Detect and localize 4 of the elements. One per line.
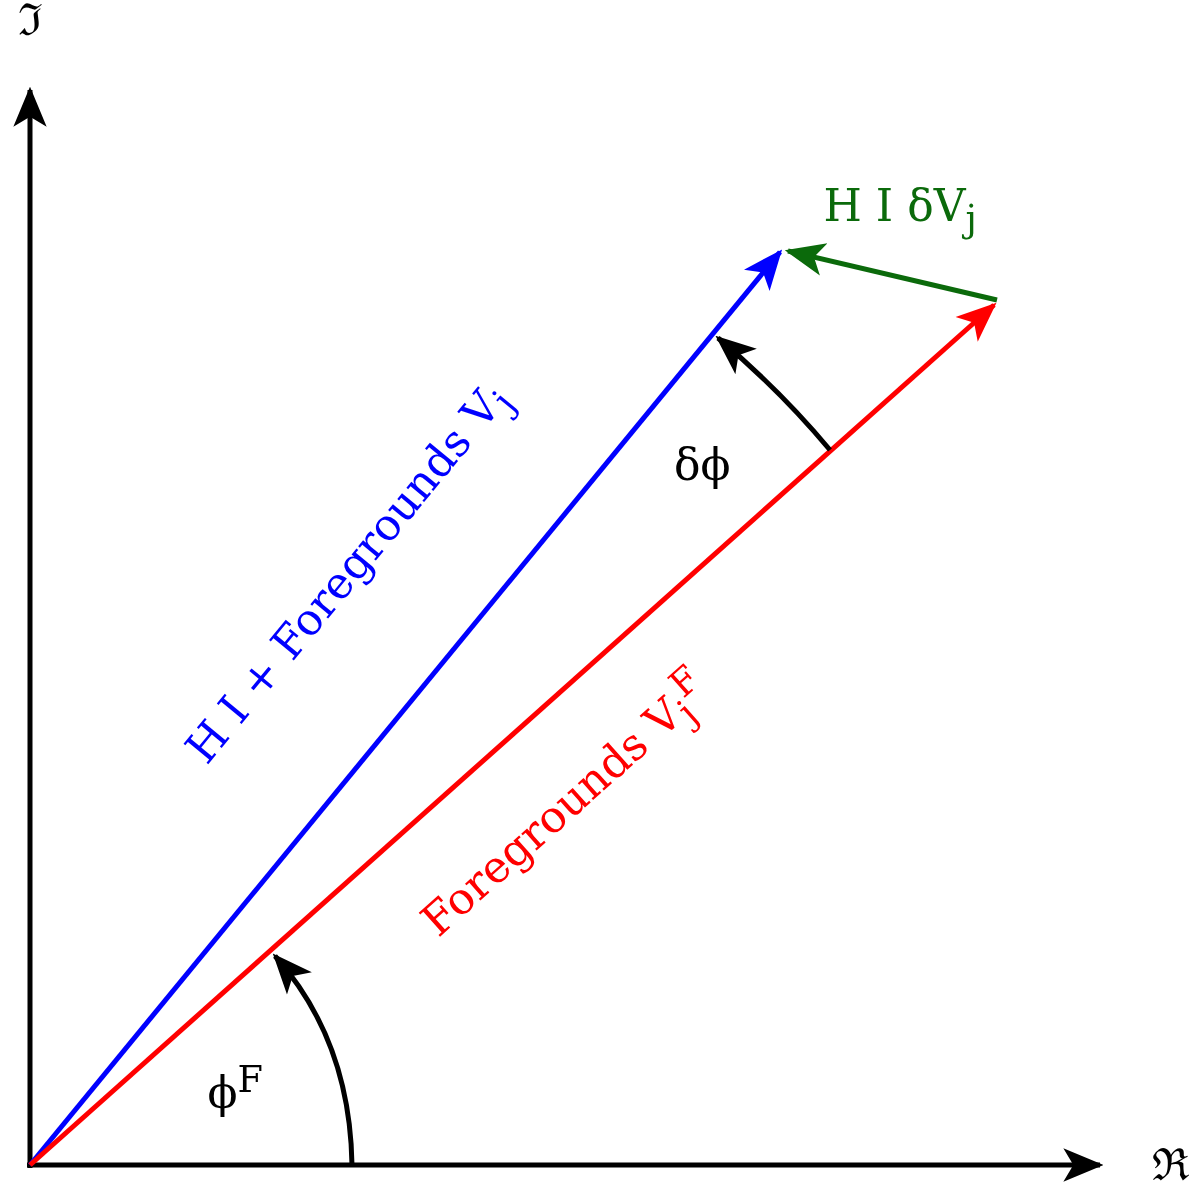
angle-label: δϕ	[674, 443, 731, 487]
angle-label: ϕ$^{F}$	[207, 1061, 263, 1115]
axis-label: ℜ	[1151, 1143, 1189, 1187]
axis-label: ℑ	[17, 0, 43, 42]
